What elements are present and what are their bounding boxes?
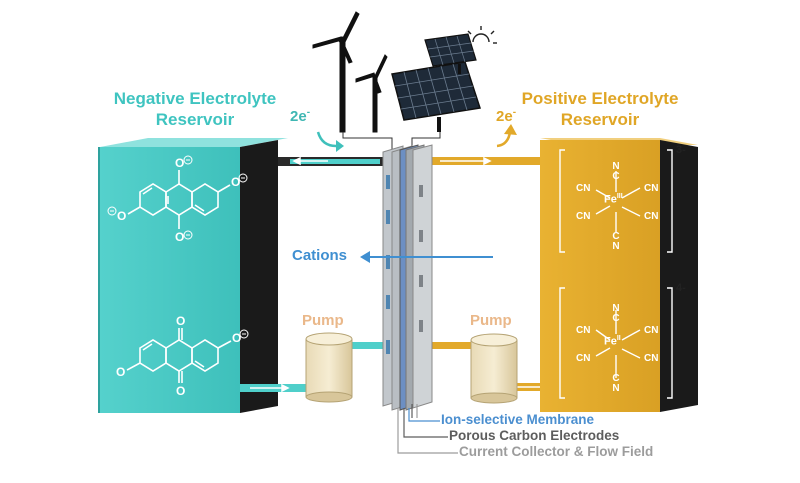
electron-count-right: 2e [496, 108, 513, 125]
pump-label-left: Pump [302, 312, 344, 329]
reduced-anthraquinone-molecule [127, 170, 231, 229]
solar-panel-icon [391, 33, 481, 132]
ferricyanide-complex [559, 149, 673, 253]
positive-title-line1: Positive Electrolyte [521, 89, 679, 108]
iron-atom-top: FeIII [604, 193, 623, 206]
svg-text:O: O [232, 331, 241, 345]
electron-label-left: 2e- [290, 107, 310, 125]
negative-reservoir [98, 138, 288, 413]
cyanide-ligand-label: CN [576, 211, 591, 222]
legend-electrodes: Porous Carbon Electrodes [449, 428, 620, 443]
positive-reservoir [540, 138, 698, 412]
iron-symbol-bottom: Fe [604, 335, 617, 348]
cyanide-ligand-label: CN [644, 353, 659, 364]
flow-cell-stack [382, 144, 433, 411]
negative-title-line1: Negative Electrolyte [113, 89, 277, 108]
cations-label: Cations [292, 247, 348, 264]
oxygen-atoms: O O O O O O O O [116, 156, 241, 398]
electron-arrowhead-left [336, 140, 344, 152]
electron-count-left: 2e [290, 108, 307, 125]
electron-charge-left: - [306, 107, 311, 118]
positive-title-line2: Reservoir [560, 110, 640, 129]
svg-text:O: O [116, 365, 125, 379]
cyanide-ligand-label: CN [576, 183, 591, 194]
sun-icon [467, 26, 497, 44]
ferrocyanide-complex [559, 287, 673, 399]
electron-arrowhead-right [504, 124, 517, 135]
wind-turbine-icon [312, 11, 388, 133]
legend-membrane: Ion-selective Membrane [441, 412, 595, 427]
cations-arrow [360, 251, 493, 263]
oxidation-state-top: III [616, 193, 623, 200]
svg-text:O: O [231, 175, 240, 189]
oxidation-state-bottom: II [616, 335, 621, 342]
power-wires [342, 132, 441, 152]
legend-leaders [397, 404, 458, 454]
svg-text:O: O [176, 314, 185, 328]
pump-label-right: Pump [470, 312, 512, 329]
negative-title-line2: Reservoir [155, 110, 235, 129]
legend-collector: Current Collector & Flow Field [459, 444, 654, 459]
electron-arrow-left [316, 131, 337, 148]
cyanide-ligand-label: CN [644, 211, 659, 222]
electron-label-right: 2e- [496, 107, 516, 125]
svg-text:O: O [117, 209, 126, 223]
svg-text:O: O [175, 156, 184, 170]
electron-charge-right: - [512, 107, 517, 118]
pump-left [305, 332, 353, 403]
complex-charge-bottom: 4- [676, 282, 686, 294]
cyanide-ligand-label: CN [576, 325, 591, 336]
oxidized-anthraquinone-molecule [126, 328, 232, 383]
iron-atom-bottom: FeII [604, 335, 621, 348]
cyanide-ligand-label: CN [576, 353, 591, 364]
negative-charge-symbols [107, 155, 249, 339]
iron-symbol-top: Fe [604, 193, 617, 206]
svg-text:O: O [175, 230, 184, 244]
complex-charge-top: 3- [676, 144, 686, 156]
cyanide-ligand-label: CN [644, 183, 659, 194]
positive-reservoir-title: Positive Electrolyte Reservoir [500, 88, 700, 130]
negative-reservoir-title: Negative Electrolyte Reservoir [95, 88, 295, 130]
pump-right [470, 333, 518, 404]
svg-text:O: O [176, 384, 185, 398]
cyanide-ligand-label: CN [644, 325, 659, 336]
